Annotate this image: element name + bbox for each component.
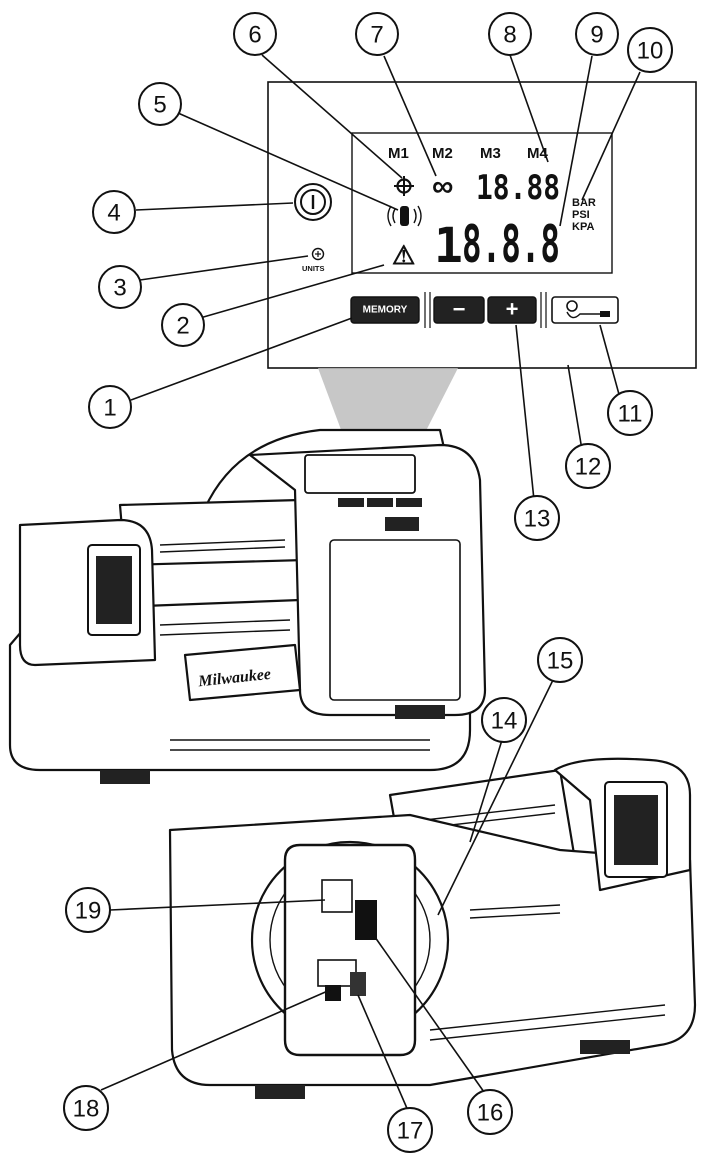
svg-text:4: 4 [107,200,120,227]
memory-label-m2: M2 [432,145,453,162]
memory-label-m1: M1 [388,145,409,162]
unit-label-psi: PSI [572,209,590,221]
minus-button-label: − [453,297,466,322]
units-button[interactable]: UNITS [302,247,325,274]
inflator-rear-view [168,757,697,1099]
vent-slots [429,904,666,1041]
minus-button[interactable]: − [433,296,485,324]
foot [100,770,150,784]
foot [580,1040,630,1054]
battery-latch-rear-inner [614,795,658,865]
needle-adapter [325,985,341,1001]
callout-6: 6 [233,12,277,56]
svg-text:12: 12 [575,454,602,481]
callout-14: 14 [481,697,527,743]
svg-text:18: 18 [73,1096,100,1123]
infinity-icon: ∞ [432,170,453,203]
power-button[interactable] [294,183,332,221]
svg-text:16: 16 [477,1100,504,1127]
battery-latch-inner [96,556,132,624]
memory-button-label: MEMORY [363,305,408,316]
light-icon [566,300,578,312]
hose-compartment [329,539,461,701]
svg-text:15: 15 [547,648,574,675]
callout-10: 10 [627,27,673,73]
inflator-front-view: Milwaukee [8,428,487,784]
plus-button-label: + [506,297,519,322]
plus-button[interactable]: + [487,296,537,324]
svg-text:10: 10 [637,38,664,65]
hose-holder-frame [283,843,417,1057]
unit-labels: BAR PSI KPA [572,197,596,233]
target-icon [394,176,414,196]
nozzle-adapter [350,972,366,996]
svg-text:19: 19 [75,898,102,925]
svg-text:8: 8 [503,22,516,49]
callout-11: 11 [607,390,653,436]
svg-text:6: 6 [248,22,261,49]
unit-label-kpa: KPA [572,221,594,233]
callout-17: 17 [387,1107,433,1153]
callout-13: 13 [514,495,560,541]
callout-7: 7 [355,12,399,56]
light-button[interactable] [551,296,619,324]
callout-1: 1 [88,385,132,429]
leader-lines [100,54,641,1114]
mini-buttons [338,498,422,507]
foot [255,1085,305,1099]
svg-text:11: 11 [618,401,643,428]
memory-button[interactable]: MEMORY [350,296,420,324]
callout-9: 9 [575,12,619,56]
svg-text:17: 17 [397,1118,424,1145]
large-readout-prefix: 1 [434,218,463,274]
svg-text:3: 3 [113,275,126,302]
mode-badge [385,517,419,531]
callout-3: 3 [98,265,142,309]
callout-8: 8 [488,12,532,56]
small-readout: 18.88 [476,168,560,208]
inflation-adapter [355,900,377,940]
callout-12: 12 [565,443,611,489]
memory-label-m3: M3 [480,145,501,162]
callout-2: 2 [161,303,205,347]
svg-text:5: 5 [153,92,166,119]
foot [395,705,445,719]
large-readout: 8.8.8 [462,215,560,275]
svg-text:1: 1 [103,395,116,422]
callout-16: 16 [467,1089,513,1135]
callout-4: 4 [92,190,136,234]
callout-5: 5 [138,82,182,126]
warning-icon: ⚠ [392,240,415,270]
svg-text:2: 2 [176,313,189,340]
fittings-cluster [317,879,377,1001]
vibration-icon [387,205,422,227]
handle-grip [159,539,286,553]
brand-plate [183,643,302,702]
mini-display [304,454,416,494]
callout-15: 15 [537,637,583,683]
control-panel: M1 M2 M3 M4 ∞ 18.88 ⚠ 1 8.8.8 BAR PSI KP… [267,81,697,369]
unit-label-bar: BAR [572,197,596,209]
svg-text:7: 7 [370,22,383,49]
body-ribs [159,619,430,751]
lcd-screen [351,132,613,274]
callout-18: 18 [63,1085,109,1131]
memory-labels: M1 M2 M3 M4 [388,145,548,162]
units-button-label: UNITS [302,264,325,273]
svg-text:14: 14 [491,708,518,735]
callout-19: 19 [65,887,111,933]
svg-text:13: 13 [524,506,551,533]
svg-text:9: 9 [590,22,603,49]
